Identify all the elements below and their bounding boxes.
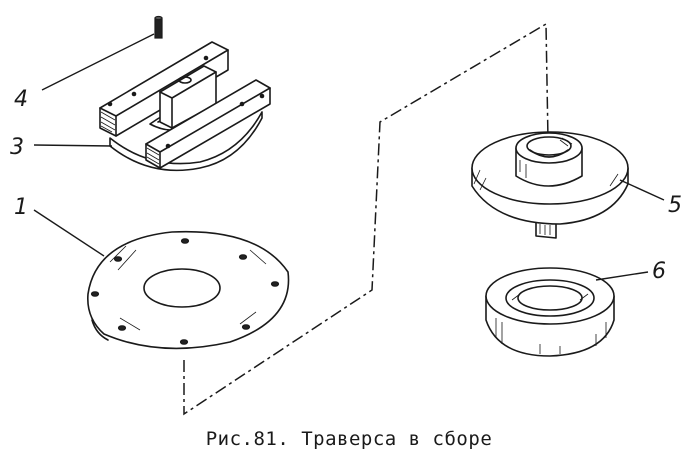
callout-1-label: 1: [14, 195, 28, 220]
part-6-bearing: [485, 267, 615, 357]
part-4-pin: [154, 15, 163, 39]
callout-3: 3: [10, 135, 113, 160]
callout-3-label: 3: [10, 135, 24, 160]
callout-1: 1: [14, 195, 105, 257]
callout-4-label: 4: [14, 87, 28, 112]
callout-4: 4: [14, 33, 155, 112]
callout-6: 6: [595, 259, 666, 284]
callout-5-label: 5: [668, 193, 682, 218]
part-1-gasket-plate: [87, 230, 290, 350]
callout-6-label: 6: [652, 259, 666, 284]
callout-5: 5: [619, 179, 682, 218]
part-5-flange-hub: [471, 131, 629, 239]
part-3-traverse-body: [99, 41, 271, 172]
assembly-axis-line: [183, 22, 549, 416]
figure-caption: Рис.81. Траверса в сборе: [205, 428, 493, 450]
